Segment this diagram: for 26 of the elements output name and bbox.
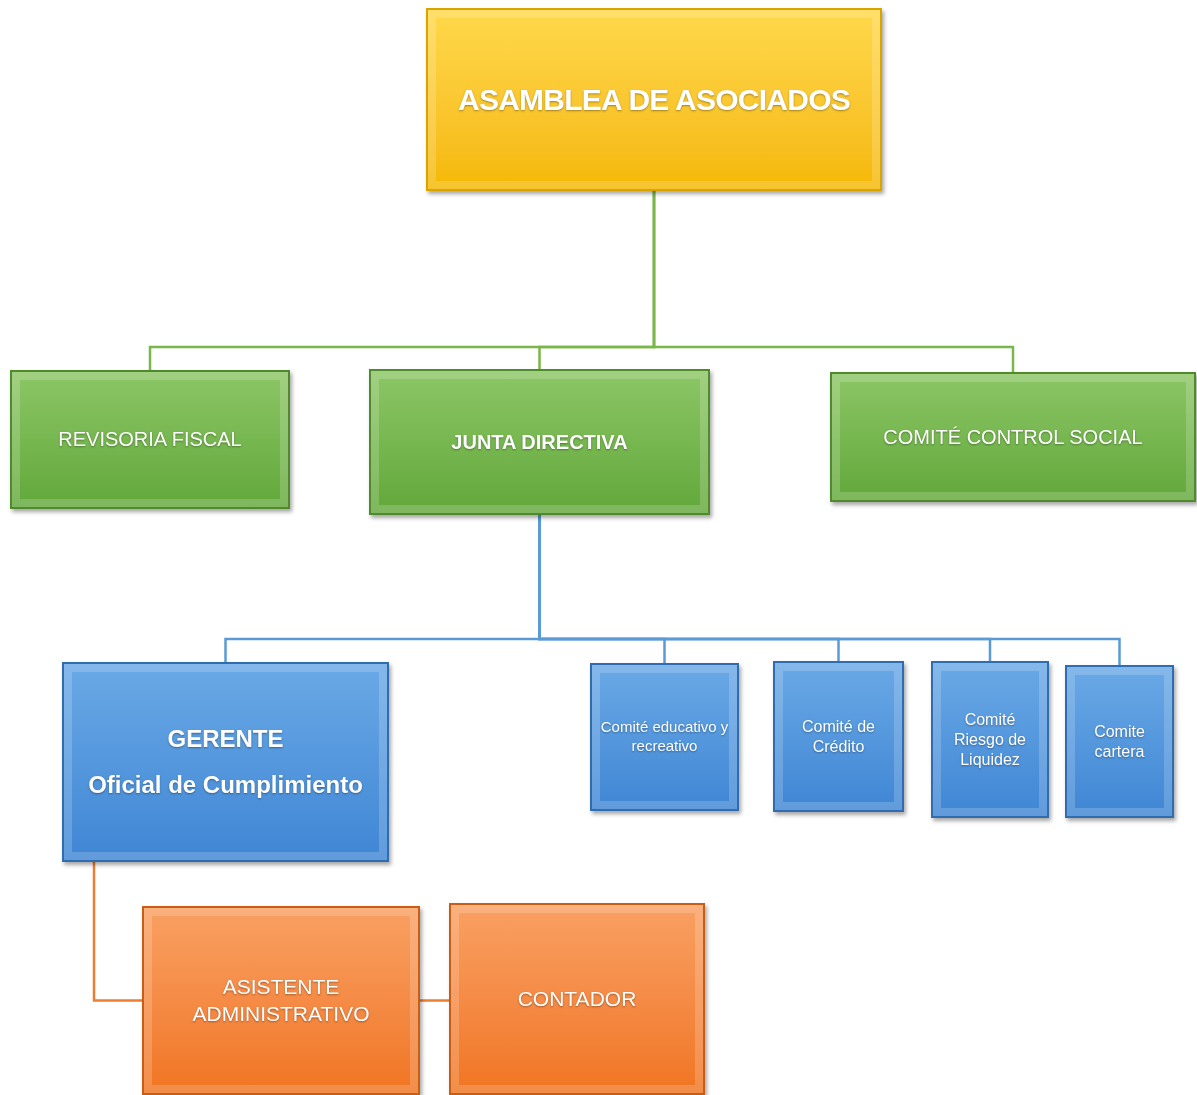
box-label: GERENTE xyxy=(167,724,284,754)
connector-line xyxy=(92,862,142,1002)
box-label: Comité de Crédito xyxy=(801,716,876,757)
box-label: Comité Riesgo de Liquidez xyxy=(952,709,1027,770)
box-label: CONTADOR xyxy=(517,985,637,1012)
connector-line xyxy=(420,999,449,1002)
box-label: Oficial de Cumplimiento xyxy=(88,770,363,800)
org-box xyxy=(449,903,705,1095)
org-box xyxy=(369,369,710,515)
org-box xyxy=(773,661,904,812)
org-box xyxy=(10,370,290,509)
org-box xyxy=(590,663,739,811)
box-label: ASISTENTE ADMINISTRATIVO xyxy=(191,974,371,1027)
box-label: REVISORIA FISCAL xyxy=(58,427,242,452)
box-label: Comite cartera xyxy=(1093,721,1146,762)
org-box xyxy=(830,372,1196,502)
connector-line xyxy=(652,191,1015,372)
box-label: Comité educativo y recreativo xyxy=(600,718,729,756)
org-box xyxy=(142,906,420,1095)
org-box xyxy=(1065,665,1174,818)
org-box xyxy=(426,8,882,191)
org-box xyxy=(931,661,1049,818)
org-box xyxy=(62,662,389,862)
box-label: COMITÉ CONTROL SOCIAL xyxy=(883,424,1143,450)
box-label: ASAMBLEA DE ASOCIADOS xyxy=(457,81,851,118)
box-label: JUNTA DIRECTIVA xyxy=(451,429,628,455)
